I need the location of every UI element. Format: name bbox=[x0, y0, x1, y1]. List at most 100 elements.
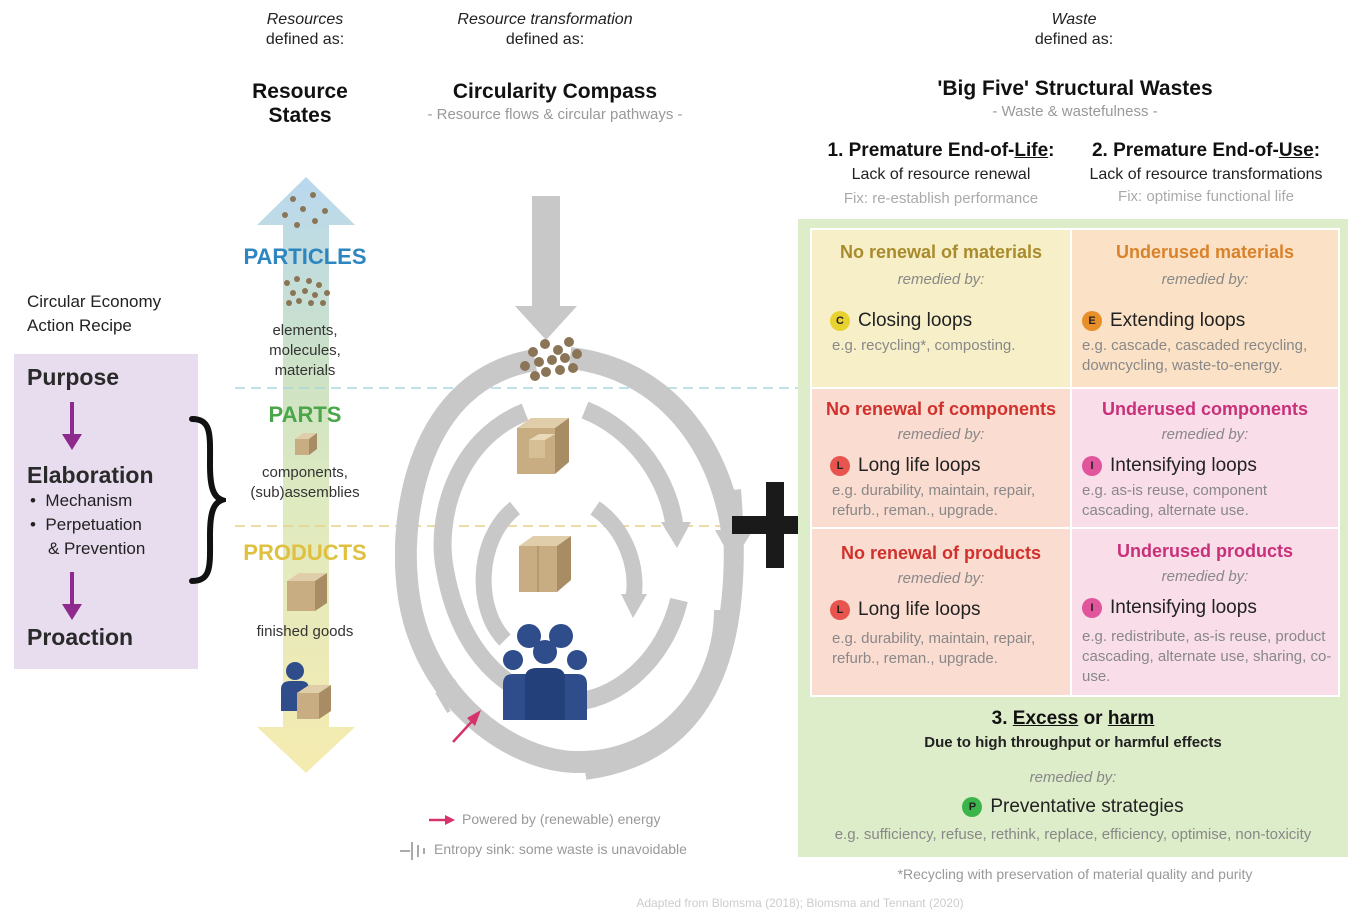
recipe-mechanism: • Mechanism bbox=[30, 491, 133, 510]
circularity-compass-diagram bbox=[395, 196, 753, 780]
products-desc: finished goods bbox=[256, 623, 354, 640]
closing-loops-badge-icon: C bbox=[830, 311, 850, 331]
compass-subtitle: - Resource flows & circular pathways - bbox=[427, 106, 683, 123]
big-five-subtitle: - Waste & wastefulness - bbox=[992, 103, 1158, 120]
resource-states-title-line2: States bbox=[268, 104, 332, 127]
cell-title: Underused materials bbox=[1115, 242, 1295, 262]
col2-header: 2. Premature End-of-Use: Lack of resourc… bbox=[1072, 140, 1340, 205]
cell-example: e.g. durability, maintain, repair, refur… bbox=[832, 482, 1036, 519]
cell-loop: I Intensifying loops bbox=[1072, 597, 1338, 619]
transformation-header-sub: defined as: bbox=[505, 31, 585, 48]
parts-desc-1: components, bbox=[262, 464, 348, 481]
cell-remedied: remedied by: bbox=[1161, 271, 1249, 288]
big-five-title-block: 'Big Five' Structural Wastes - Waste & w… bbox=[880, 77, 1270, 120]
col2-desc: Lack of resource transformations bbox=[1089, 166, 1323, 183]
parts-label: PARTS bbox=[268, 402, 342, 427]
particles-desc: elements, molecules, materials bbox=[230, 321, 380, 381]
products-label: PRODUCTS bbox=[243, 540, 367, 565]
resource-states-title-line1: Resource bbox=[252, 80, 348, 103]
excess-remedied: remedied by: bbox=[1029, 769, 1117, 786]
col1-title-prefix: 1. Premature End-of- bbox=[827, 140, 1015, 161]
recipe-prevention: & Prevention bbox=[48, 539, 146, 558]
recipe-purpose: Purpose bbox=[27, 364, 120, 390]
col1-title: 1. Premature End-of-Life: bbox=[810, 140, 1072, 162]
cell-underused-materials: Underused materials remedied by: E Extend… bbox=[1072, 230, 1338, 387]
cell-underused-products: Underused products remedied by: I Intensi… bbox=[1072, 529, 1338, 695]
cell-example: e.g. as-is reuse, component cascading, a… bbox=[1082, 482, 1268, 519]
col1-header: 1. Premature End-of-Life: Lack of resour… bbox=[810, 140, 1072, 207]
col1-title-underlined: Life bbox=[1014, 140, 1049, 161]
recipe-arrow-2 bbox=[62, 572, 82, 620]
compass-title-block: Circularity Compass - Resource flows & c… bbox=[400, 80, 710, 123]
cell-remedied: remedied by: bbox=[897, 426, 985, 443]
particles-parts-divider bbox=[235, 387, 1348, 389]
recipe-mechanism-text: Mechanism bbox=[45, 491, 133, 510]
col2-title: 2. Premature End-of-Use: bbox=[1072, 140, 1340, 162]
recipe-caption-line1: Circular Economy bbox=[27, 292, 162, 311]
excess-loop: P Preventative strategies bbox=[798, 796, 1348, 818]
legend-energy: Powered by (renewable) energy bbox=[462, 811, 661, 827]
cell-example: e.g. redistribute, as-is reuse, product … bbox=[1082, 628, 1332, 685]
excess-harm-section: 3. Excess or harm Due to high throughput… bbox=[798, 708, 1348, 843]
extending-loops-badge-icon: E bbox=[1082, 311, 1102, 331]
cell-loop: I Intensifying loops bbox=[1072, 455, 1338, 477]
intensifying-loops-badge-icon: I bbox=[1082, 598, 1102, 618]
transformation-header: Resource transformation defined as: bbox=[410, 10, 680, 50]
cell-title: No renewal of components bbox=[825, 399, 1057, 419]
cell-loop-label: Intensifying loops bbox=[1110, 597, 1257, 618]
long-life-loops-badge-icon: L bbox=[830, 456, 850, 476]
cell-title: No renewal of materials bbox=[839, 242, 1043, 262]
resource-states-arrow bbox=[257, 177, 355, 773]
recipe-perpetuation-text: Perpetuation bbox=[45, 515, 142, 534]
excess-example: e.g. sufficiency, refuse, rethink, repla… bbox=[834, 826, 1312, 843]
credit: Adapted from Blomsma (2018); Blomsma and… bbox=[636, 896, 964, 910]
cell-remedied: remedied by: bbox=[1161, 426, 1249, 443]
energy-arrow-icon bbox=[429, 815, 455, 825]
cell-remedied: remedied by: bbox=[1161, 568, 1249, 585]
recipe-elaboration: Elaboration bbox=[27, 462, 154, 488]
big-five-title: 'Big Five' Structural Wastes bbox=[937, 77, 1213, 100]
excess-prefix: 3. bbox=[991, 708, 1013, 729]
cell-title: No renewal of products bbox=[840, 543, 1042, 563]
cell-example: e.g. cascade, cascaded recycling, downcy… bbox=[1082, 337, 1308, 374]
excess-harm-desc: Due to high throughput or harmful effect… bbox=[924, 734, 1222, 751]
cell-loop-label: Extending loops bbox=[1110, 310, 1246, 331]
footnote: *Recycling with preservation of material… bbox=[897, 866, 1253, 882]
excess-loop-label: Preventative strategies bbox=[990, 796, 1184, 817]
cell-example: e.g. recycling*, composting. bbox=[832, 337, 1016, 354]
cell-title: Underused products bbox=[1116, 541, 1294, 561]
parts-desc: components, (sub)assemblies bbox=[230, 463, 380, 503]
col2-title-prefix: 2. Premature End-of- bbox=[1091, 140, 1279, 161]
cell-loop-label: Long life loops bbox=[858, 599, 981, 620]
col2-fix: Fix: optimise functional life bbox=[1118, 188, 1294, 205]
particles-desc-1: elements, bbox=[272, 322, 338, 339]
cell-loop: E Extending loops bbox=[1072, 310, 1338, 332]
recipe-proaction: Proaction bbox=[27, 624, 134, 650]
excess-harm-title: 3. Excess or harm bbox=[798, 708, 1348, 730]
col2-title-underlined: Use bbox=[1278, 140, 1314, 161]
resources-header: Resources defined as: bbox=[235, 10, 375, 50]
col1-fix: Fix: re-establish performance bbox=[843, 190, 1039, 207]
recipe-perpetuation: • Perpetuation bbox=[30, 515, 142, 534]
harm-word: harm bbox=[1107, 708, 1155, 729]
recipe-box: Purpose Elaboration • Mechanism • Perpet… bbox=[14, 354, 198, 669]
preventative-badge-icon: P bbox=[962, 797, 983, 817]
cell-loop-label: Long life loops bbox=[858, 455, 981, 476]
plus-icon bbox=[732, 482, 818, 568]
recipe-caption: Circular Economy Action Recipe bbox=[27, 290, 161, 338]
particles-desc-2: molecules, bbox=[269, 342, 341, 359]
cell-loop-label: Intensifying loops bbox=[1110, 455, 1257, 476]
transformation-header-italic: Resource transformation bbox=[457, 11, 633, 28]
col1-title-suffix: : bbox=[1048, 140, 1055, 161]
intensifying-loops-badge-icon: I bbox=[1082, 456, 1102, 476]
resources-header-italic: Resources bbox=[266, 11, 344, 28]
compass-title: Circularity Compass bbox=[452, 80, 658, 103]
excess-word: Excess bbox=[1012, 708, 1079, 729]
particles-label: PARTICLES bbox=[243, 244, 367, 269]
entropy-sink-icon bbox=[400, 842, 425, 860]
